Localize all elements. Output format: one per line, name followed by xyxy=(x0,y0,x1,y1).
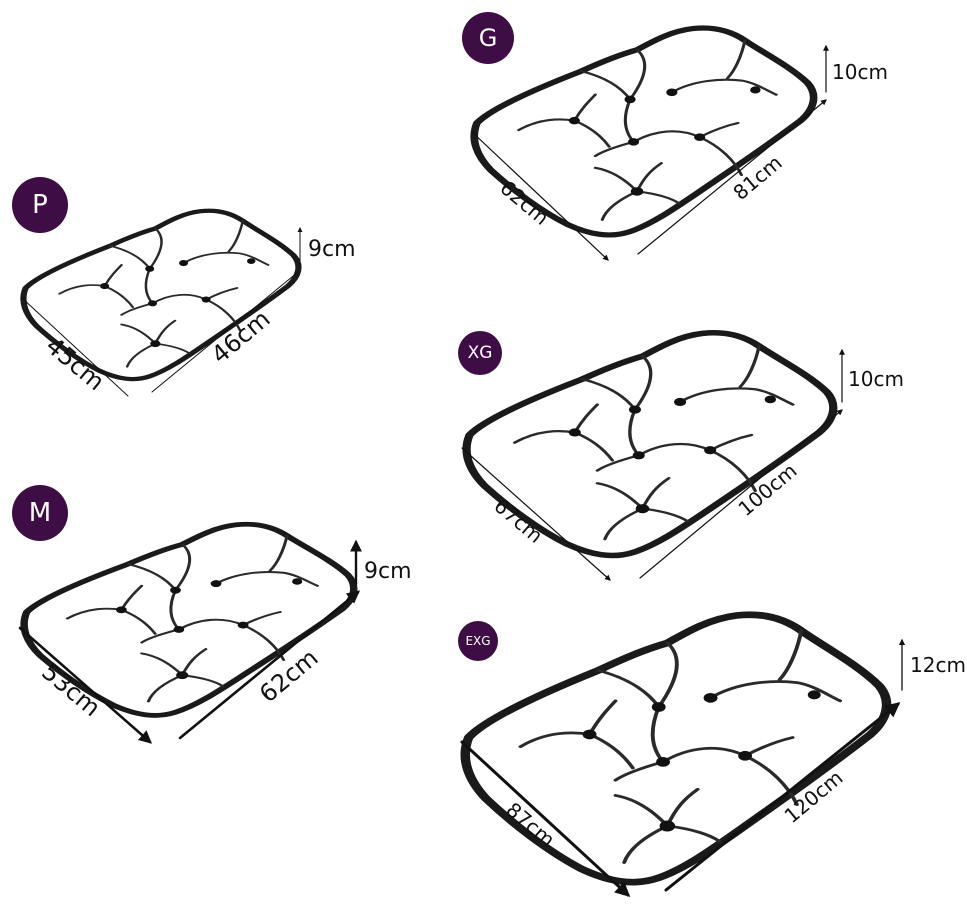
badge-exg-circle xyxy=(458,621,498,661)
badge-g-label: G xyxy=(479,24,498,52)
badge-exg: EXG xyxy=(458,621,498,661)
height-label-g: 10cm xyxy=(832,60,888,84)
size-exg: EXG 87cm 120cm 12cm xyxy=(458,615,966,898)
size-g: G 62cm 81cm 10cm xyxy=(462,12,888,261)
badge-p: P xyxy=(12,177,68,233)
depth-arrow-p xyxy=(21,297,129,397)
badge-p-label: P xyxy=(32,190,48,220)
depth-arrow-g xyxy=(471,131,609,261)
size-xg: XG 67cm 100cm 10cm xyxy=(458,331,904,581)
badge-m-circle xyxy=(12,485,68,541)
width-arrow-p xyxy=(151,271,299,393)
badge-m: M xyxy=(12,485,68,541)
depth-arrow-m xyxy=(18,626,152,744)
width-arrow-m xyxy=(178,590,361,740)
width-arrow-xg xyxy=(639,409,843,579)
width-arrow-exg xyxy=(664,702,901,892)
width-arrow-g xyxy=(637,99,827,255)
size-m: M 53cm 62cm 9cm xyxy=(12,485,412,744)
size-p: P 45cm 46cm 9cm xyxy=(12,177,356,397)
cushion-exg xyxy=(465,615,886,882)
height-label-m: 9cm xyxy=(364,559,412,584)
badge-m-label: M xyxy=(29,498,51,528)
badge-g-circle xyxy=(462,12,514,64)
height-label-exg: 12cm xyxy=(910,653,966,677)
height-label-xg: 10cm xyxy=(848,367,904,391)
badge-p-circle xyxy=(12,177,68,233)
badge-exg-label: EXG xyxy=(465,634,490,648)
depth-arrow-xg xyxy=(461,447,611,581)
badge-xg-label: XG xyxy=(468,343,493,363)
depth-arrow-exg xyxy=(460,740,631,898)
height-label-p: 9cm xyxy=(308,237,356,262)
badge-xg-circle xyxy=(458,331,502,375)
badge-g: G xyxy=(462,12,514,64)
badge-xg: XG xyxy=(458,331,502,375)
